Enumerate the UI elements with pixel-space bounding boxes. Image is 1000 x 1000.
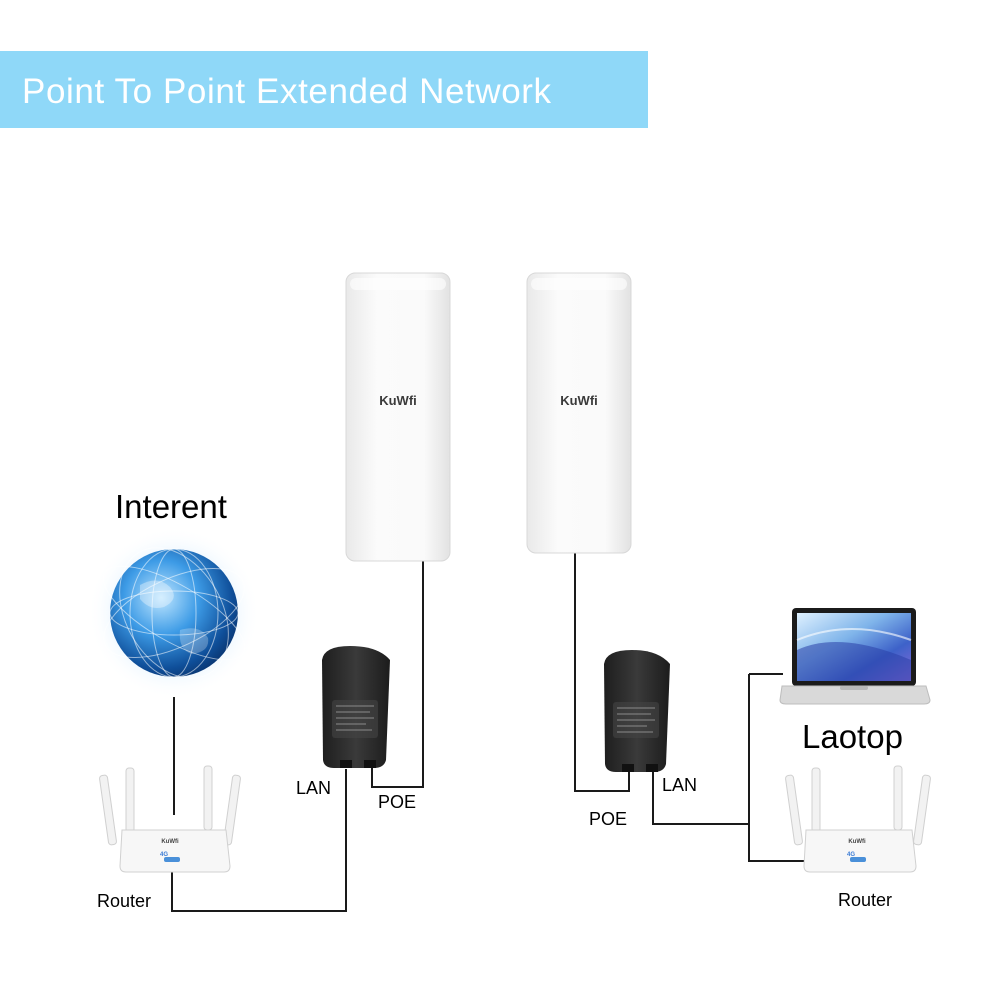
label-laptop: Laotop [802,718,903,755]
wire-switch-laptop-router [748,673,808,862]
router-right [785,765,931,873]
laptop-icon [779,608,931,705]
cpe-antenna-left [345,272,451,562]
globe-icon [88,527,260,699]
poe-injector-left [322,646,390,768]
label-router-left: Router [97,891,152,911]
wires [171,553,808,912]
label-router-right: Router [838,890,893,910]
label-internet: Interent [115,488,227,525]
label-lan-left: LAN [296,778,332,798]
router-left-badge: 4G [160,852,168,858]
router-left [99,765,241,873]
cpe-left-brand: KuWfi [379,393,417,408]
wire-poe-left-to-cpe-left [371,561,424,788]
wire-router-to-poe-lan-left [171,769,347,912]
title-banner [0,51,648,128]
cpe-antenna-right [526,272,632,554]
wire-poe-right-lan [652,770,749,825]
label-poe-right: POE [589,809,628,829]
router-left-brand: KuWfi [161,839,179,845]
label-lan-right: LAN [662,775,698,795]
router-right-brand: KuWfi [848,839,866,845]
poe-injector-right [604,650,670,772]
label-poe-left: POE [378,792,417,812]
cpe-right-brand: KuWfi [560,393,598,408]
wire-cpe-right-to-poe-right [574,553,630,792]
router-right-badge: 4G [847,852,855,858]
page-title: Point To Point Extended Network [22,72,552,111]
